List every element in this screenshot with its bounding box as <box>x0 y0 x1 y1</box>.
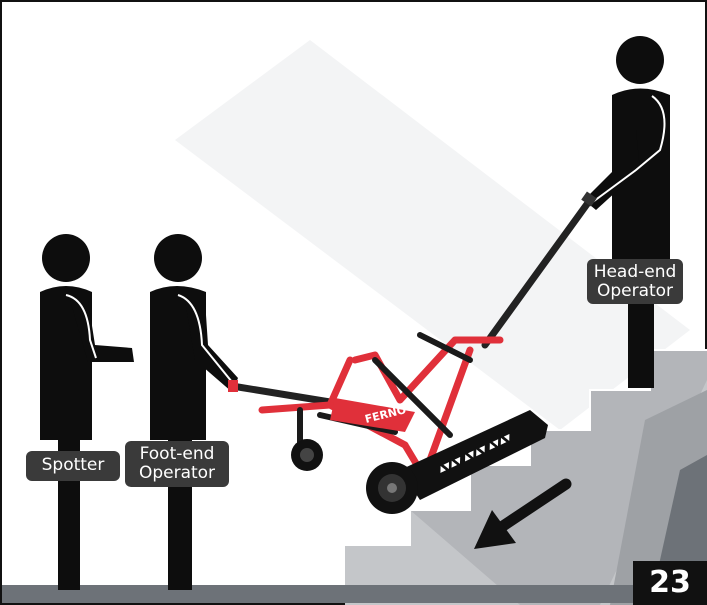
spotter-figure <box>40 234 134 590</box>
foot-end-operator-figure <box>150 234 238 590</box>
foot-end-operator-label: Foot-end Operator <box>125 441 229 487</box>
spotter-label-text: Spotter <box>41 455 105 475</box>
head-end-label-line-1: Head-end <box>593 262 677 282</box>
spotter-label: Spotter <box>26 451 120 481</box>
down-left-arrow-icon <box>474 478 572 549</box>
head-end-label-line-2: Operator <box>596 281 674 301</box>
foot-end-label-line-1: Foot-end <box>139 444 215 464</box>
background-panel <box>175 40 690 430</box>
floor <box>2 585 634 603</box>
foot-end-label-line-2: Operator <box>138 463 216 483</box>
head-end-operator-label: Head-end Operator <box>587 259 683 304</box>
stair-chair: FERNO ▲▼▲▼ ▲▼▲▼ ▲▼▲▼ <box>228 191 597 514</box>
page-number-badge: 23 <box>633 561 707 605</box>
head-end-operator-figure <box>584 36 670 388</box>
